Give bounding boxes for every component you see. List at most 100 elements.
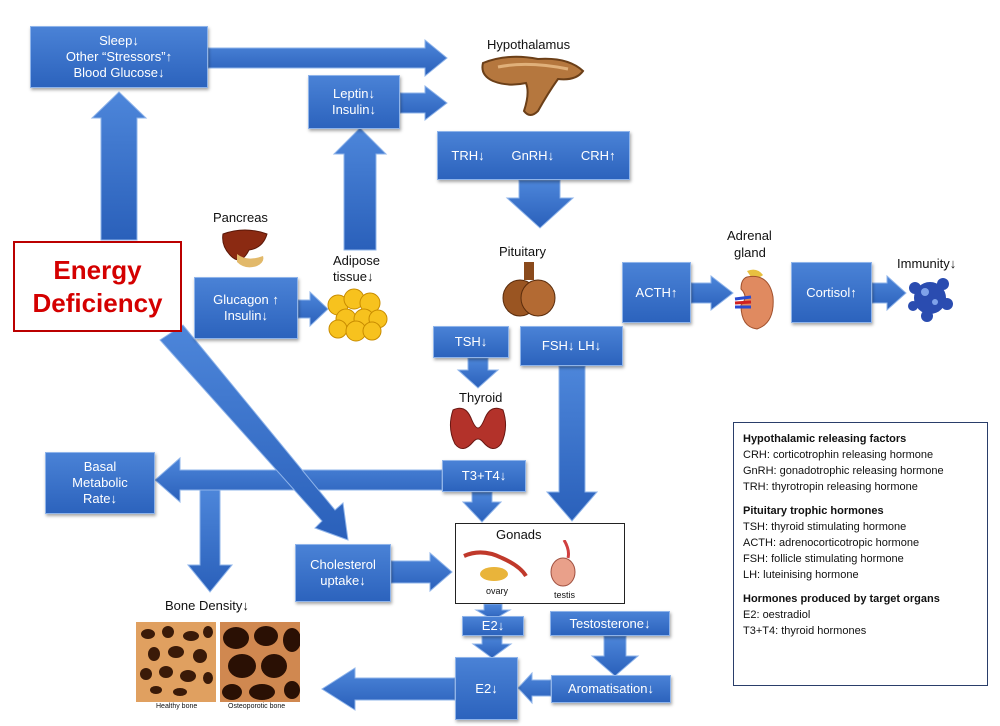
t3t4-text: T3+T4↓	[461, 468, 507, 483]
hypothalamic-factors-box: TRH↓ GnRH↓ CRH↑	[437, 131, 630, 180]
t3t4-box: T3+T4↓	[442, 460, 526, 492]
e2-bottom-text: E2↓	[475, 680, 498, 696]
immunity-icon	[908, 278, 953, 322]
e2-top-text: E2↓	[481, 618, 505, 633]
arrow-cholesterol-to-gonads	[390, 551, 453, 593]
ovary-label: ovary	[486, 586, 509, 596]
bmr-line1: Basal	[83, 459, 117, 474]
stressors-text: Other “Stressors”↑	[65, 49, 173, 64]
testosterone-box: Testosterone↓	[550, 611, 670, 636]
acth-box: ACTH↑	[622, 262, 691, 323]
healthy-bone-label: Healthy bone	[156, 703, 198, 710]
adrenal-kidney-icon	[734, 269, 774, 330]
adrenal-label: Adrenal	[727, 228, 772, 243]
cholesterol-line1: Cholesterol	[310, 557, 376, 572]
gland-label: gland	[734, 245, 766, 260]
trh-text: TRH↓	[451, 147, 485, 163]
legend-item: TSH: thyroid stimulating hormone	[743, 521, 907, 533]
tsh-box: TSH↓	[433, 326, 509, 358]
energy-line2: Deficiency	[32, 287, 163, 318]
glucagon-insulin-box: Glucagon ↑ Insulin↓	[194, 277, 298, 339]
arrow-e2-to-bone	[321, 667, 456, 711]
ovary-icon	[463, 550, 528, 581]
leptin-insulin-box: Leptin↓ Insulin↓	[308, 75, 400, 129]
arrow-sleep-to-hypothalamus	[207, 38, 448, 78]
glucose-text: Blood Glucose↓	[73, 65, 165, 80]
arrow-aromatisation-to-e2	[517, 671, 552, 705]
aromatisation-text: Aromatisation↓	[568, 681, 654, 696]
leptin-text: Leptin↓	[333, 86, 375, 101]
cholesterol-uptake-box: Cholesterol uptake↓	[295, 544, 391, 602]
tsh-text: TSH↓	[454, 334, 488, 349]
basal-metabolic-rate-box: Basal Metabolic Rate↓	[45, 452, 155, 514]
crh-text: CRH↑	[580, 147, 616, 163]
arrow-energy-to-sleep	[90, 91, 148, 241]
gonads-box: Gonads ovary testis	[455, 523, 625, 604]
pancreas-icon	[222, 229, 268, 268]
arrow-e2-to-e2	[471, 635, 513, 659]
immunity-label: Immunity↓	[897, 256, 957, 271]
arrow-tsh-to-thyroid	[456, 357, 500, 389]
legend-item: CRH: corticotrophin releasing hormone	[743, 449, 934, 461]
legend-heading-hypothalamic: Hypothalamic releasing factors	[743, 433, 907, 445]
hypothalamus-label: Hypothalamus	[487, 37, 571, 52]
healthy-bone-icon	[136, 622, 216, 702]
arrow-cortisol-to-immunity	[871, 274, 907, 312]
tissue-label: tissue↓	[333, 269, 374, 284]
energy-line1: Energy	[53, 254, 142, 285]
arrow-factors-to-pituitary	[505, 179, 575, 229]
pancreas-label: Pancreas	[213, 210, 268, 225]
legend-box: Hypothalamic releasing factors CRH: cort…	[733, 422, 988, 686]
legend-item: GnRH: gonadotrophic releasing hormone	[743, 465, 944, 477]
pituitary-label: Pituitary	[499, 244, 546, 259]
thyroid-label: Thyroid	[459, 390, 503, 405]
thyroid-icon	[449, 407, 507, 449]
legend-item: FSH: follicle stimulating hormone	[743, 553, 904, 565]
bmr-line2: Metabolic	[72, 475, 128, 490]
testosterone-text: Testosterone↓	[569, 615, 651, 631]
fsh-lh-box: FSH↓ LH↓	[520, 326, 623, 366]
gnrh-text: GnRH↓	[511, 147, 555, 163]
fsh-lh-text: FSH↓ LH↓	[541, 338, 602, 353]
arrow-acth-to-adrenal	[690, 274, 734, 312]
testis-icon	[550, 540, 576, 587]
arrow-to-bone-density	[186, 489, 234, 593]
cholesterol-line2: uptake↓	[320, 573, 366, 588]
insulin-text: Insulin↓	[331, 102, 377, 117]
legend-item: ACTH: adrenocorticotropic hormone	[743, 537, 920, 549]
arrow-testosterone-to-aromatisation	[590, 635, 640, 677]
arrow-t3t4-to-gonads	[461, 491, 503, 523]
insulin-text-2: Insulin↓	[223, 308, 269, 323]
bone-density-label: Bone Density↓	[165, 598, 249, 613]
arrow-fshlh-to-gonads	[545, 365, 599, 522]
arrow-glucagon-to-adipose	[297, 290, 329, 328]
sleep-stressors-glucose-box: Sleep↓ Other “Stressors”↑ Blood Glucose↓	[30, 26, 208, 88]
e2-top-box: E2↓	[462, 616, 524, 636]
sleep-text: Sleep↓	[99, 33, 139, 48]
osteoporotic-bone-icon	[220, 622, 300, 702]
aromatisation-box: Aromatisation↓	[551, 675, 671, 703]
bmr-line3: Rate↓	[83, 491, 117, 506]
energy-deficiency-box: Energy Deficiency	[13, 241, 182, 332]
arrow-gonads-to-e2	[474, 603, 512, 621]
acth-text: ACTH↑	[635, 284, 678, 300]
legend-item: LH: luteinising hormone	[743, 569, 859, 581]
hypothalamus-icon	[481, 55, 585, 116]
glucagon-text: Glucagon ↑	[213, 292, 279, 307]
arrow-energy-to-cholesterol	[159, 324, 349, 541]
osteoporotic-bone-label: Osteoporotic bone	[228, 703, 286, 710]
legend-heading-pituitary: Pituitary trophic hormones	[743, 505, 884, 517]
arrow-leptin-to-hypothalamus	[399, 84, 448, 122]
legend-item: T3+T4: thyroid hormones	[743, 625, 867, 637]
arrow-adipose-to-leptin	[332, 127, 388, 251]
testis-label: testis	[554, 590, 576, 600]
cortisol-box: Cortisol↑	[791, 262, 872, 323]
legend-item: E2: oestradiol	[743, 609, 811, 621]
cortisol-text: Cortisol↑	[806, 284, 857, 300]
gonads-label: Gonads	[496, 527, 542, 542]
legend-item: TRH: thyrotropin releasing hormone	[743, 481, 918, 493]
legend-heading-target-organs: Hormones produced by target organs	[743, 593, 940, 605]
e2-bottom-box: E2↓	[455, 657, 518, 720]
